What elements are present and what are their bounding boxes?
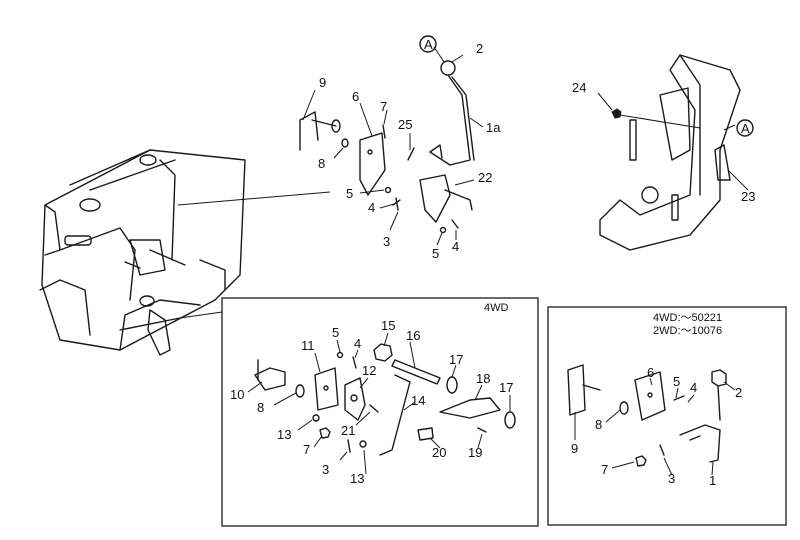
- panel-older-parts: [567, 364, 736, 476]
- panel-older-header-line1: 4WD:〜50221: [653, 312, 722, 324]
- callout-8: 8: [595, 417, 602, 432]
- callout-20: 20: [432, 445, 446, 460]
- panel-4wd-parts: [247, 332, 516, 475]
- callout-2: 2: [735, 385, 742, 400]
- callout-7: 7: [380, 99, 387, 114]
- callout-3: 3: [668, 471, 675, 486]
- callout-2: 2: [476, 41, 483, 56]
- callout-7: 7: [601, 462, 608, 477]
- callout-3: 3: [383, 234, 390, 249]
- callout-4: 4: [368, 200, 375, 215]
- leader-housing-upper: [177, 191, 331, 206]
- callout-4: 4: [354, 336, 361, 351]
- callout-14: 14: [411, 393, 425, 408]
- ref-marker-a: [736, 119, 754, 137]
- callout-9: 9: [319, 75, 326, 90]
- callout-10: 10: [230, 387, 244, 402]
- main-assembly: [299, 46, 484, 246]
- callout-19: 19: [468, 445, 482, 460]
- callout-23: 23: [741, 189, 755, 204]
- callout-6: 6: [352, 89, 359, 104]
- callout-1: 1: [709, 473, 716, 488]
- callout-9: 9: [571, 441, 578, 456]
- callout-22: 22: [478, 170, 492, 185]
- callout-13: 13: [350, 471, 364, 486]
- ref-marker-a-label: A: [741, 121, 750, 136]
- callout-11: 11: [301, 338, 315, 353]
- callout-16: 16: [406, 328, 420, 343]
- callout-1a: 1a: [486, 120, 501, 135]
- callout-5: 5: [432, 246, 439, 261]
- callout-5: 5: [332, 325, 339, 340]
- callout-8: 8: [318, 156, 325, 171]
- panel-4wd-header: 4WD: [484, 302, 509, 314]
- callout-3: 3: [322, 462, 329, 477]
- gate-cover: [597, 54, 749, 251]
- ref-marker-a: [419, 35, 437, 53]
- callout-25: 25: [398, 117, 412, 132]
- callout-17: 17: [499, 380, 513, 395]
- ref-marker-a-label: A: [424, 37, 433, 52]
- callout-12: 12: [362, 363, 376, 378]
- callout-6: 6: [647, 365, 654, 380]
- callout-4: 4: [690, 380, 697, 395]
- callout-17: 17: [449, 352, 463, 367]
- callout-5: 5: [346, 186, 353, 201]
- panel-4wd-frame: [221, 297, 539, 527]
- callout-labels: 2 1a 9 6 7 25 8 5 22 4 3 5 4 A A 24 23 5…: [230, 35, 755, 488]
- leader-housing-lower: [179, 311, 223, 319]
- callout-18: 18: [476, 371, 490, 386]
- transmission-housing: [39, 149, 246, 356]
- callout-8: 8: [257, 400, 264, 415]
- panel-older-header-line2: 2WD:〜10076: [653, 325, 722, 337]
- callout-7: 7: [303, 442, 310, 457]
- panel-older-frame: [547, 306, 787, 526]
- callout-15: 15: [381, 318, 395, 333]
- callout-4: 4: [452, 239, 459, 254]
- callout-5: 5: [673, 374, 680, 389]
- callout-24: 24: [572, 80, 586, 95]
- callout-21: 21: [341, 423, 355, 438]
- callout-13: 13: [277, 427, 291, 442]
